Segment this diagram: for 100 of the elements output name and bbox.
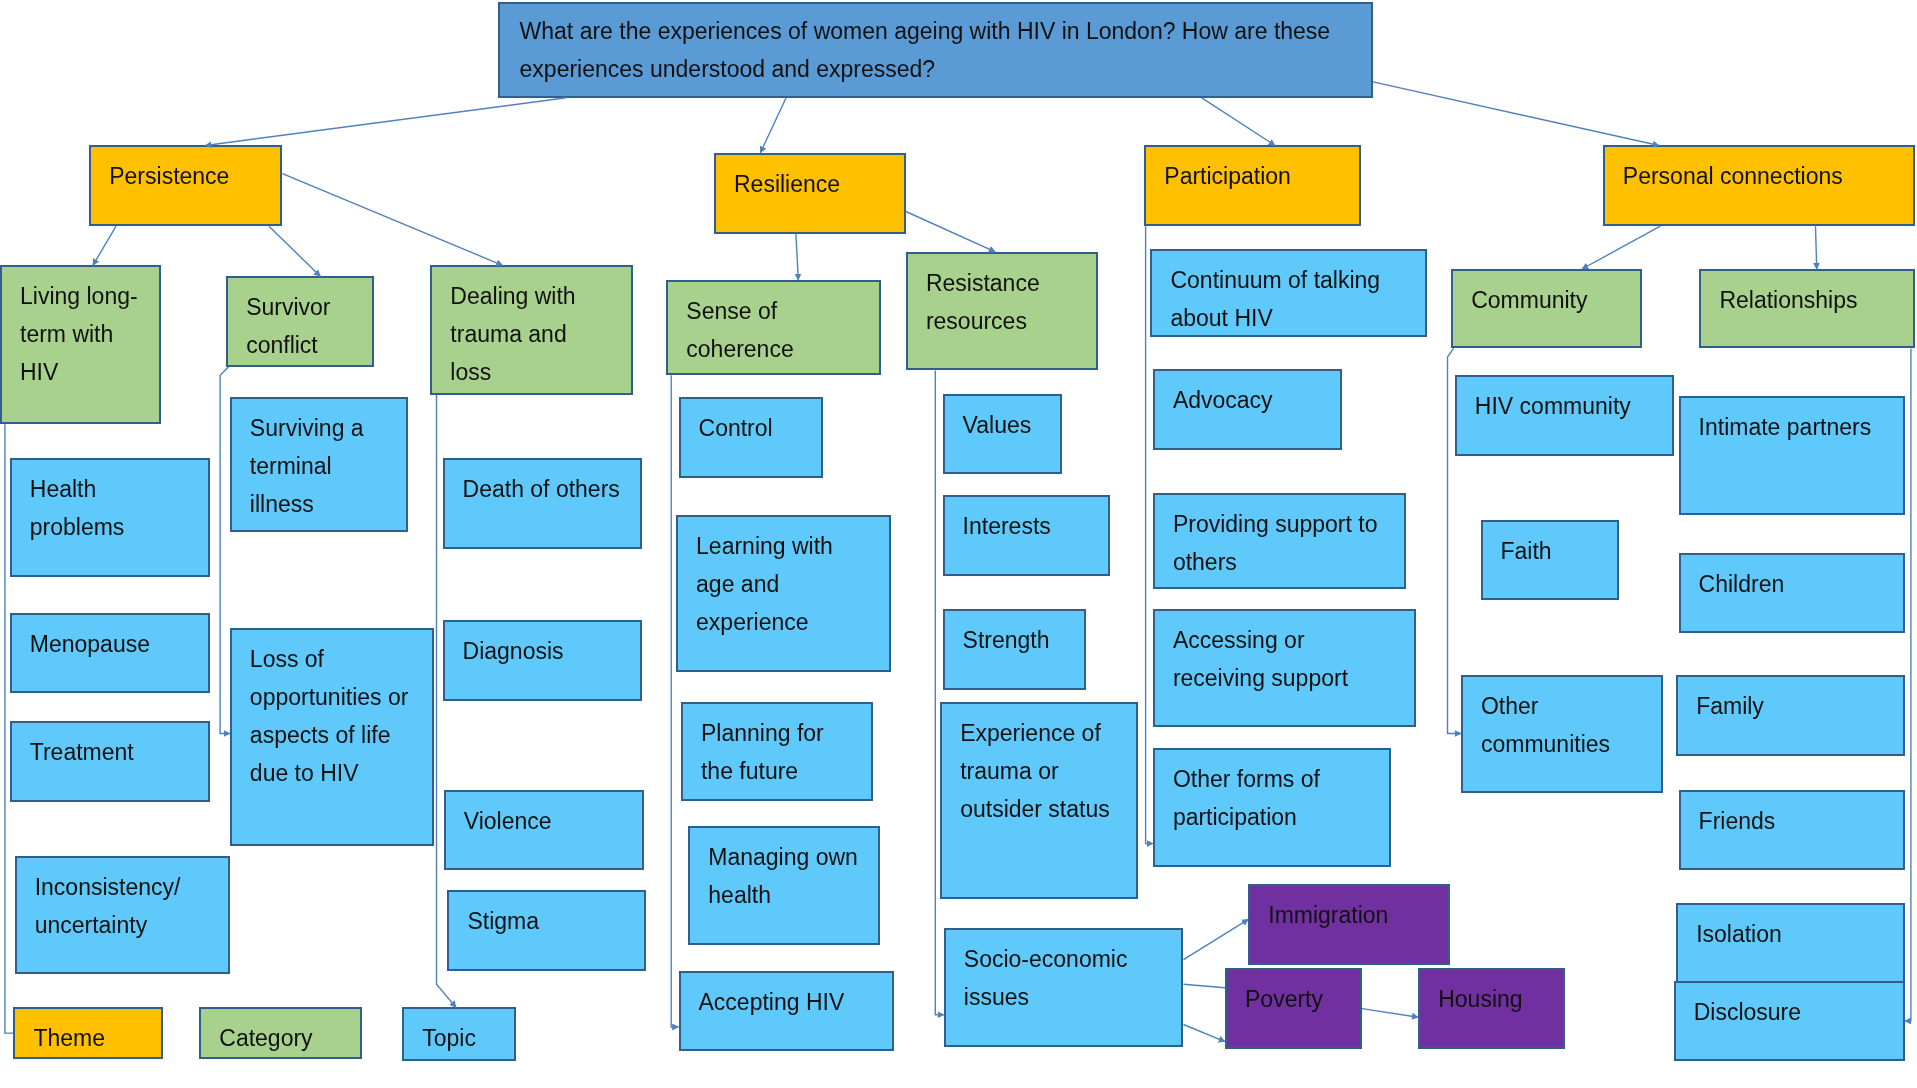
box-label: Loss of opportunities or aspects of life due to HIV	[249, 645, 410, 789]
topic-box	[678, 970, 894, 1052]
arrow	[1361, 1007, 1419, 1020]
box-label: Interests	[962, 512, 1052, 542]
category-box	[1699, 268, 1915, 349]
arrow	[1144, 225, 1154, 848]
theme-box	[714, 152, 906, 234]
topic-box	[1678, 789, 1905, 871]
arrow	[1372, 81, 1660, 148]
category-box	[199, 1007, 362, 1059]
box-label: Topic	[422, 1024, 477, 1054]
topic-box	[229, 397, 409, 532]
box-label: Faith	[1500, 536, 1553, 566]
box-label: Accessing or receiving support	[1172, 625, 1350, 693]
box-label: Control	[698, 414, 774, 444]
box-label: Living long-term with HIV	[20, 282, 139, 388]
arrow	[219, 366, 231, 737]
topic-box	[14, 855, 230, 975]
topic-box	[678, 397, 823, 478]
arrow	[204, 97, 567, 149]
box-label: Theme	[33, 1024, 107, 1054]
topic-box	[1152, 608, 1416, 728]
box-label: Sense of coherence	[686, 296, 795, 364]
arrow	[1813, 225, 1820, 270]
box-label: Accepting HIV	[698, 987, 846, 1017]
topic-box	[676, 514, 892, 673]
topic-box	[229, 628, 434, 846]
box-label: Friends	[1698, 806, 1777, 836]
box-label: HIV community	[1474, 392, 1632, 422]
box-label: Family	[1696, 691, 1765, 721]
box-label: Advocacy	[1172, 386, 1274, 416]
topic-box	[1152, 492, 1406, 590]
connector-line	[1182, 983, 1226, 989]
box-label: Isolation	[1696, 920, 1783, 950]
box-label: Resilience	[734, 169, 842, 199]
issue-box	[1225, 968, 1362, 1049]
box-label: Housing	[1438, 985, 1524, 1015]
box-label: Strength	[962, 625, 1051, 655]
box-label: Other communities	[1480, 691, 1612, 759]
category-box	[226, 276, 375, 367]
topic-box	[447, 890, 646, 971]
topic-box	[9, 612, 211, 694]
box-label: Diagnosis	[462, 636, 565, 666]
box-label: Other forms of participation	[1172, 765, 1321, 833]
box-label: Socio-economic issues	[963, 944, 1129, 1012]
connector-line	[4, 423, 15, 1034]
box-label: Managing own health	[708, 843, 859, 911]
box-label: Inconsistency/ uncertainty	[34, 872, 182, 940]
box-label: Providing support to others	[1172, 509, 1379, 577]
box-label: Poverty	[1245, 985, 1324, 1015]
theme-box	[13, 1007, 163, 1059]
topic-box	[9, 721, 211, 802]
arrow	[794, 232, 802, 281]
box-label: Participation	[1164, 162, 1292, 192]
topic-box	[443, 789, 645, 871]
box-label: Values	[962, 410, 1033, 440]
box-label: Health problems	[29, 475, 126, 543]
topic-box	[942, 393, 1063, 475]
box-label: Relationships	[1719, 285, 1859, 315]
category-box	[430, 265, 634, 395]
box-label: What are the experiences of women ageing with HIV in London? How are these experiences understood and expressed?	[519, 17, 1332, 85]
box-label: Continuum of talking about HIV	[1170, 266, 1382, 334]
topic-box	[1152, 369, 1343, 450]
category-box	[666, 279, 882, 376]
arrow	[1201, 97, 1276, 147]
arrow	[1904, 347, 1912, 1025]
arrow	[1182, 1023, 1226, 1043]
box-label: Stigma	[467, 907, 541, 937]
box-label: Menopause	[29, 629, 151, 659]
topic-box	[1678, 552, 1905, 634]
box-label: Category	[219, 1024, 314, 1054]
issue-box	[1248, 883, 1450, 965]
question-box	[497, 2, 1373, 98]
box-label: Resistance resources	[925, 268, 1041, 336]
topic-box	[1460, 674, 1663, 794]
box-label: Surviving a terminal illness	[249, 414, 365, 520]
topic-box	[1152, 748, 1392, 867]
box-label: Dealing with trauma and loss	[450, 282, 577, 388]
box-label: Persistence	[109, 162, 231, 192]
theme-box	[1602, 145, 1915, 227]
theme-box	[1144, 145, 1361, 227]
topic-box	[1454, 375, 1674, 456]
box-label: Immigration	[1268, 900, 1390, 930]
box-label: Death of others	[462, 475, 621, 505]
topic-box	[402, 1007, 516, 1062]
box-label: Community	[1471, 285, 1589, 315]
topic-box	[9, 458, 211, 578]
arrow	[435, 394, 457, 1009]
arrow	[759, 97, 787, 154]
arrow	[670, 374, 680, 1031]
arrow	[1581, 225, 1661, 270]
box-label: Survivor conflict	[246, 293, 332, 361]
topic-box	[943, 927, 1184, 1047]
category-box	[0, 265, 162, 425]
box-label: Intimate partners	[1698, 413, 1873, 443]
arrow	[92, 225, 117, 266]
issue-box	[1418, 968, 1565, 1049]
box-label: Planning for the future	[700, 718, 825, 786]
box-label: Children	[1698, 569, 1786, 599]
category-box	[1451, 268, 1642, 349]
